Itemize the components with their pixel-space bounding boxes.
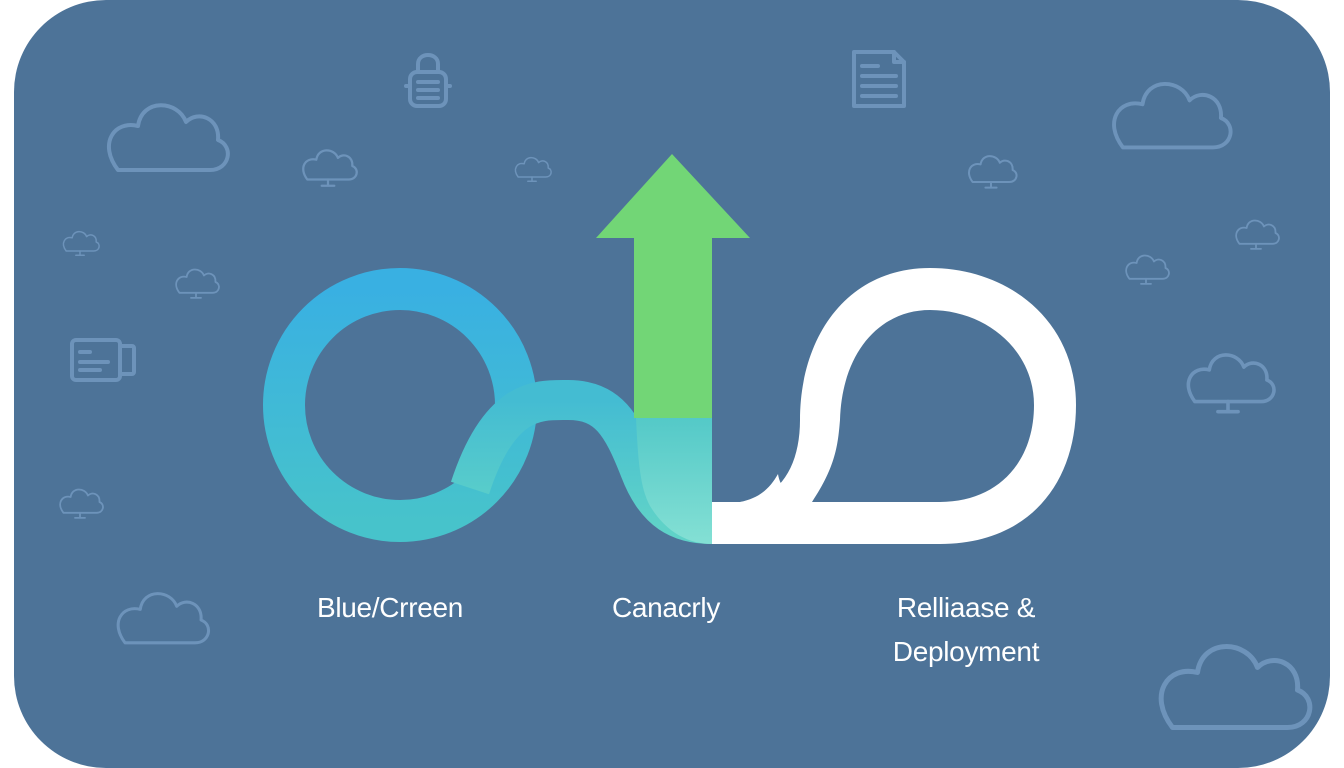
cloud-icon — [967, 155, 1018, 189]
document-icon — [852, 50, 906, 108]
cloud-icon — [1161, 647, 1310, 728]
cloud-icon — [514, 156, 552, 182]
cloud-icon — [1235, 219, 1280, 250]
cloud-icon — [175, 268, 220, 299]
up-arrow-icon — [596, 154, 750, 418]
cloud-icon — [106, 103, 230, 172]
cloud-icon — [116, 592, 211, 645]
release-deployment-loop — [712, 268, 1076, 544]
release-label-line-1: Relliaase & — [896, 592, 1036, 623]
cloud-icon — [302, 149, 358, 187]
blue-green-label: Blue/Crreen — [316, 592, 464, 623]
cloud-icon — [59, 488, 104, 519]
cloud-icon — [1112, 81, 1233, 150]
cloud-icon — [1186, 353, 1276, 414]
release-deployment-label: Relliaase & Deployment — [846, 586, 1086, 674]
cloud-icon — [62, 230, 100, 256]
canary-stem-base — [636, 418, 712, 544]
canary-label: Canacrly — [611, 592, 721, 623]
release-label-line-2: Deployment — [892, 636, 1040, 667]
cloud-icon — [1125, 254, 1170, 285]
id-card-icon — [70, 338, 136, 382]
lock-icon — [404, 53, 452, 108]
